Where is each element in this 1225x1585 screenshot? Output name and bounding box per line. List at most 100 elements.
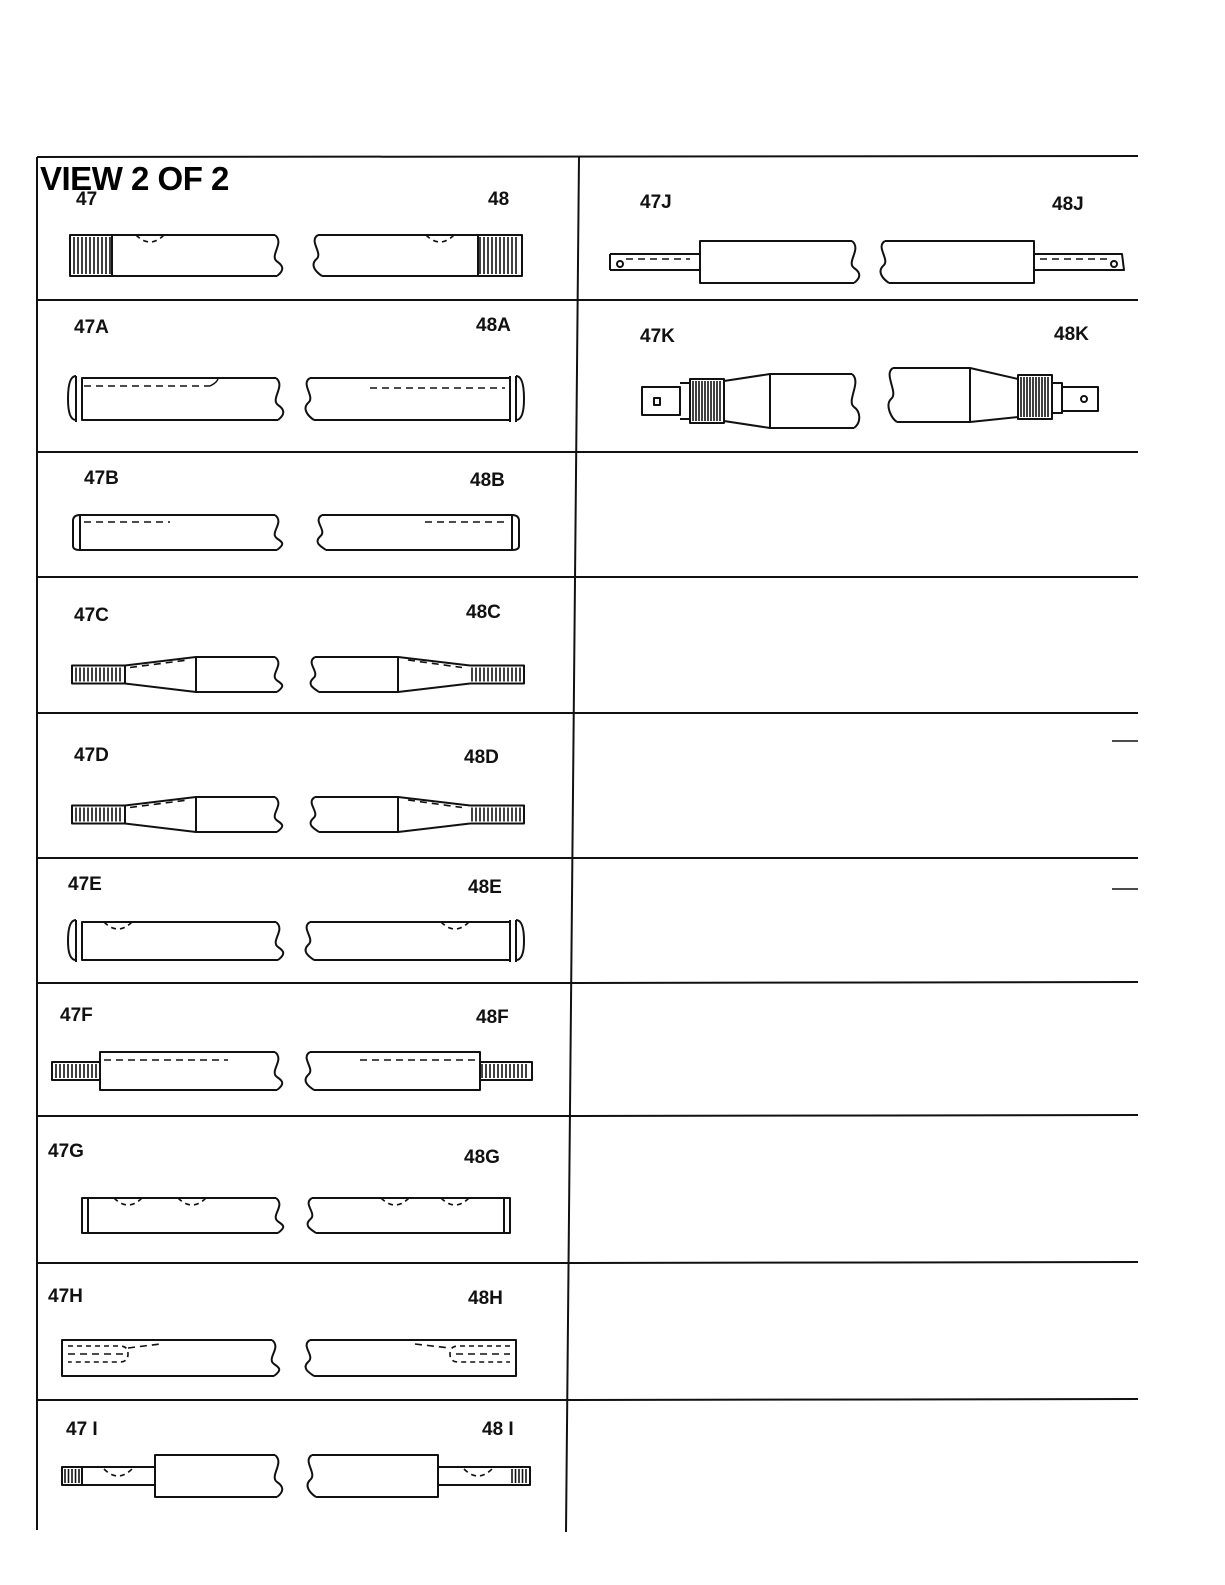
part-label-right: 48A: [476, 316, 511, 335]
table-grid: [37, 156, 1138, 1532]
part-label-left: 47: [76, 190, 97, 209]
tab-right: [1034, 254, 1124, 270]
shaft-break-right: [318, 515, 326, 550]
shaft-body-right: [318, 235, 478, 276]
shaft-body-right: [310, 1340, 516, 1376]
shaft-body-right: [312, 1198, 510, 1233]
part-label-left: 47 I: [66, 1420, 98, 1439]
knurl-left: [690, 379, 724, 423]
part-label-left: 47D: [74, 746, 109, 765]
part-label-left: 47G: [48, 1142, 84, 1161]
shaft-break-left: [275, 515, 283, 550]
shaft-body-right: [310, 922, 510, 960]
taper-left: [125, 797, 196, 832]
part-label-right: 48C: [466, 603, 501, 622]
pin-hole: [1111, 261, 1117, 267]
shaft-body-left: [770, 374, 854, 428]
groove-notch: [104, 922, 132, 929]
shaft-pair: [62, 1340, 516, 1376]
hidden-line: [415, 1344, 450, 1348]
shaft-break-left: [275, 797, 283, 832]
part-label-right: 48K: [1054, 325, 1089, 344]
shaft-break-right: [314, 235, 322, 276]
grid-row-line-right: [578, 1262, 1138, 1263]
shaft-pair-k: [642, 368, 1098, 428]
shaft-body-right: [312, 1455, 438, 1497]
knurl-right: [1018, 375, 1052, 419]
shaft-body-left: [196, 657, 277, 692]
groove-notch: [114, 1198, 142, 1205]
shaft-body-left: [100, 1052, 277, 1090]
shaft-body-left: [80, 515, 277, 550]
shaft-body-right: [310, 1052, 480, 1090]
shaft-body-right: [315, 657, 398, 692]
shaft-break-left: [852, 241, 860, 283]
chamfer-left: [73, 515, 80, 550]
groove-notch: [136, 235, 164, 242]
shaft-body-left: [196, 797, 277, 832]
grid-row-line-right: [578, 1115, 1138, 1116]
shaft-break-right: [306, 922, 314, 960]
part-label-left: 47A: [74, 318, 109, 337]
slot-end: [210, 378, 218, 386]
part-label-left: 47K: [640, 327, 675, 346]
collar-right: [516, 376, 524, 420]
part-label-left: 47H: [48, 1287, 83, 1306]
shaft-pair: [73, 515, 519, 550]
shaft-break-right: [308, 1455, 316, 1497]
hidden-line: [128, 1344, 160, 1348]
shaft-break-right: [311, 797, 319, 832]
thread-end-right: [510, 1467, 530, 1485]
shaft-break-right: [311, 657, 319, 692]
shaft-pair: [62, 1455, 530, 1497]
part-label-right: 48J: [1052, 195, 1084, 214]
part-label-right: 48B: [470, 471, 505, 490]
shaft-break-right: [306, 378, 314, 420]
collar-left: [68, 376, 76, 420]
part-label-right: 48 I: [482, 1420, 514, 1439]
taper-left: [125, 657, 196, 692]
part-label-left: 47E: [68, 875, 102, 894]
shaft-pair: [72, 657, 524, 692]
shaft-break-left: [852, 374, 860, 428]
part-label-left: 47C: [74, 606, 109, 625]
part-label-right: 48G: [464, 1148, 500, 1167]
shaft-pair-j: [610, 241, 1124, 283]
shaft-body-right: [322, 515, 512, 550]
shaft-break-left: [272, 1340, 280, 1376]
shaft-break-left: [275, 1052, 283, 1090]
groove-notch: [426, 235, 454, 242]
part-label-left: 47F: [60, 1006, 93, 1025]
collar-left: [68, 920, 76, 960]
shaft-body-left: [700, 241, 854, 283]
shaft-pair: [52, 1052, 532, 1090]
groove-notch: [381, 1198, 409, 1205]
shaft-body-right: [310, 378, 510, 420]
shaft-body-left: [112, 235, 277, 276]
part-label-left: 47J: [640, 193, 672, 212]
shaft-body-right: [885, 241, 1034, 283]
shaft-body-right: [315, 797, 398, 832]
shaft-break-left: [275, 657, 283, 692]
shaft-body-right: [893, 368, 970, 422]
groove-notch: [441, 922, 469, 929]
part-label-left: 47B: [84, 469, 119, 488]
shaft-break-right: [306, 1340, 314, 1376]
shaft-drawings: [52, 235, 1124, 1497]
shaft-body-left: [155, 1455, 277, 1497]
shaft-body-left: [82, 378, 278, 420]
grid-top-border: [37, 156, 1138, 157]
part-label-right: 48F: [476, 1008, 509, 1027]
chamfer-right: [512, 515, 519, 550]
groove-notch: [104, 1469, 132, 1476]
taper-right: [398, 797, 470, 832]
tab-left: [610, 254, 700, 270]
collar-right: [516, 920, 524, 960]
groove-notch: [441, 1198, 469, 1205]
part-label-right: 48H: [468, 1289, 503, 1308]
shaft-break-left: [275, 1455, 283, 1497]
shaft-break-left: [276, 922, 284, 960]
groove-notch: [464, 1469, 492, 1476]
shaft-pair: [68, 376, 524, 422]
taper-left: [724, 374, 770, 428]
